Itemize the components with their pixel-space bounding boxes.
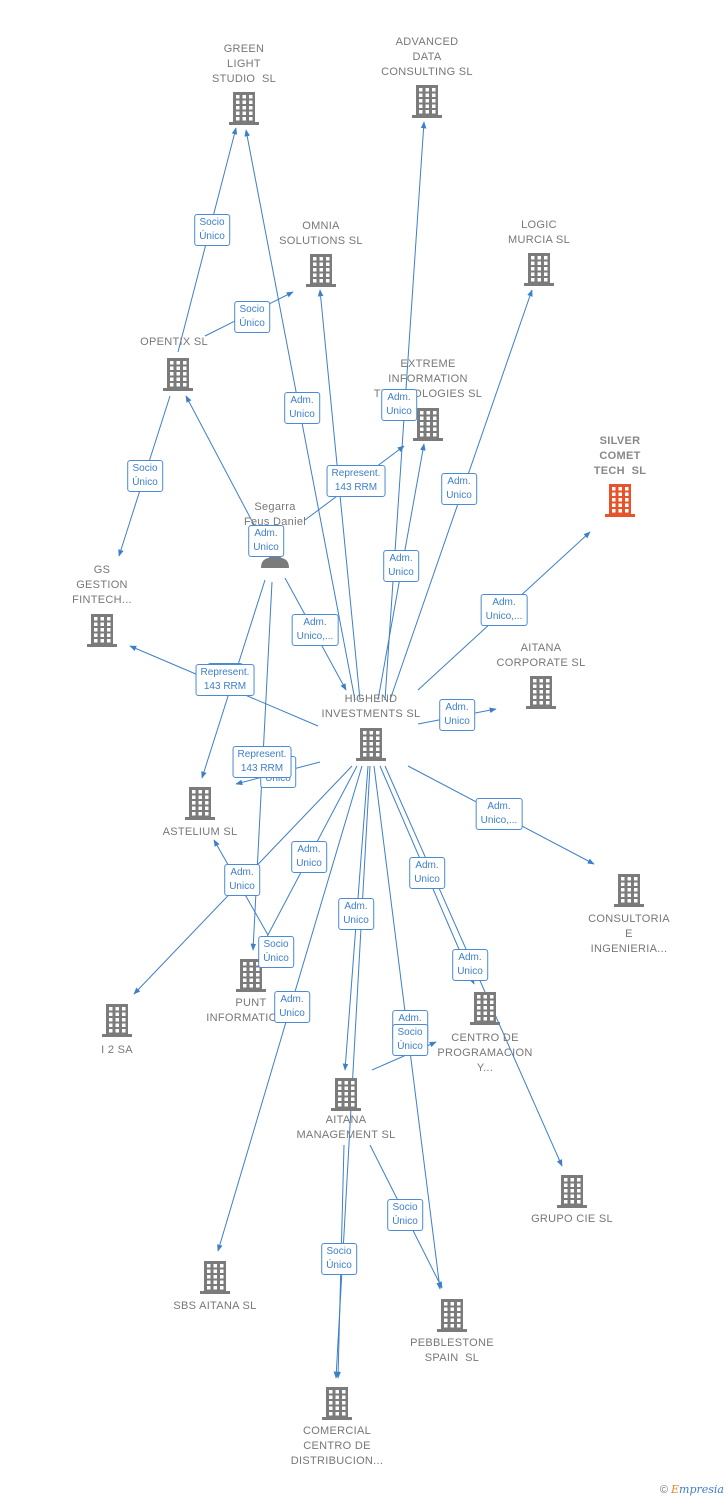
edges-layer <box>118 121 595 1379</box>
node-label-astelium[interactable]: ASTELIUM SL <box>162 826 238 838</box>
node-label-comercial[interactable]: COMERCIAL CENTRO DE DISTRIBUCION... <box>290 1425 384 1467</box>
edge-label-punt-to-astelium[interactable]: Socio Único <box>258 936 294 968</box>
building-icon[interactable] <box>322 1387 352 1420</box>
edge-label-opentix-to-omnia[interactable]: Socio Único <box>234 301 270 333</box>
building-icon[interactable] <box>470 992 500 1025</box>
node-label-gs[interactable]: GS GESTION FINTECH... <box>72 564 132 606</box>
building-icon[interactable] <box>605 484 635 517</box>
building-icon[interactable] <box>412 85 442 118</box>
node-label-aitana-mgmt[interactable]: AITANA MANAGEMENT SL <box>296 1114 396 1141</box>
edge-label-highend-to-silver[interactable]: Adm. Unico,... <box>480 594 528 626</box>
node-label-opentix[interactable]: OPENTIX SL <box>140 336 208 348</box>
edge-label-highend-to-centro[interactable]: Adm. Unico <box>409 857 445 889</box>
edge-label-opentix-to-green[interactable]: Socio Único <box>194 214 230 246</box>
node-label-silver[interactable]: SILVER COMET TECH SL <box>593 435 647 477</box>
copyright-notice: © Empresia <box>660 1483 724 1496</box>
building-icon[interactable] <box>200 1261 230 1294</box>
building-icon[interactable] <box>229 92 259 125</box>
edge-label-aitana_mgmt-to-centro[interactable]: Socio Único <box>392 1024 428 1056</box>
building-icon[interactable] <box>557 1175 587 1208</box>
edge-label-segarra-to-opentix[interactable]: Adm. Unico <box>248 525 284 557</box>
node-label-i2sa[interactable]: I 2 SA <box>101 1044 133 1056</box>
brand-initial: E <box>671 1483 680 1496</box>
edge-label-segarra-to-punt[interactable]: Represent. 143 RRM <box>232 746 292 778</box>
node-label-aitana-corp[interactable]: AITANA CORPORATE SL <box>496 642 586 669</box>
edge-label-aitana_mgmt-to-pebble[interactable]: Socio Único <box>387 1199 423 1231</box>
building-icon[interactable] <box>437 1299 467 1332</box>
edge-label-segarra-to-highend[interactable]: Adm. Unico,... <box>291 614 339 646</box>
edge-label-highend-to-green[interactable]: Adm. Unico <box>284 392 320 424</box>
node-label-omnia[interactable]: OMNIA SOLUTIONS SL <box>279 220 363 247</box>
edge-label-highend-to-i2sa[interactable]: Adm. Unico <box>224 864 260 896</box>
edge-label-highend-to-aitana_mgmt[interactable]: Adm. Unico <box>338 898 374 930</box>
node-label-centro[interactable]: CENTRO DE PROGRAMACION Y... <box>437 1032 533 1074</box>
edge-label-segarra-to-astelium[interactable]: Represent. 143 RRM <box>195 664 255 696</box>
building-icon[interactable] <box>306 254 336 287</box>
edge-label-highend-to-extreme[interactable]: Adm. Unico <box>383 550 419 582</box>
building-icon[interactable] <box>526 676 556 709</box>
node-label-grupo[interactable]: GRUPO CIE SL <box>531 1213 613 1225</box>
edge-label-highend-to-punt[interactable]: Adm. Unico <box>291 841 327 873</box>
node-label-pebble[interactable]: PEBBLESTONE SPAIN SL <box>410 1337 494 1364</box>
edge-label-highend-to-sbs[interactable]: Adm. Unico <box>274 991 310 1023</box>
node-label-highend[interactable]: HIGHEND INVESTMENTS SL <box>321 693 421 720</box>
edge-label-highend-to-logic[interactable]: Adm. Unico <box>441 473 477 505</box>
node-label-consultoria[interactable]: CONSULTORIA E INGENIERIA... <box>588 913 670 955</box>
edge-segarra-to-opentix <box>185 395 263 541</box>
building-icon[interactable] <box>163 358 193 391</box>
node-label-advanced[interactable]: ADVANCED DATA CONSULTING SL <box>381 36 473 78</box>
building-icon[interactable] <box>102 1004 132 1037</box>
brand-name: mpresia <box>679 1483 724 1496</box>
edge-label-highend-to-consultoria[interactable]: Adm. Unico,... <box>475 798 523 830</box>
edge-label-highend-to-advanced[interactable]: Adm. Unico <box>381 389 417 421</box>
building-icon[interactable] <box>413 408 443 441</box>
edge-label-segarra-to-extreme[interactable]: Represent. 143 RRM <box>326 465 386 497</box>
edge-label-opentix-to-gs[interactable]: Socio Único <box>127 460 163 492</box>
building-icon[interactable] <box>87 614 117 647</box>
edge-highend-to-comercial <box>333 765 371 1379</box>
building-icon[interactable] <box>524 253 554 286</box>
node-label-punt[interactable]: PUNT INFORMATICO... <box>206 997 296 1024</box>
building-icon[interactable] <box>185 787 215 820</box>
node-label-green[interactable]: GREEN LIGHT STUDIO SL <box>211 43 277 85</box>
copyright-symbol: © <box>659 1484 668 1496</box>
building-icon[interactable] <box>614 874 644 907</box>
node-label-extreme[interactable]: EXTREME INFORMATION TECHNOLOGIES SL <box>373 358 483 400</box>
edge-label-highend-to-aitana_corp[interactable]: Adm. Unico <box>439 699 475 731</box>
building-icon[interactable] <box>356 728 386 761</box>
node-label-sbs[interactable]: SBS AITANA SL <box>173 1300 257 1312</box>
node-label-logic[interactable]: LOGIC MURCIA SL <box>508 219 570 246</box>
building-icon[interactable] <box>236 959 266 992</box>
building-icon[interactable] <box>331 1078 361 1111</box>
edge-label-highend-to-grupo[interactable]: Adm. Unico <box>452 949 488 981</box>
icons-layer <box>87 85 644 1420</box>
edge-label-aitana_mgmt-to-comercial[interactable]: Socio Único <box>321 1243 357 1275</box>
